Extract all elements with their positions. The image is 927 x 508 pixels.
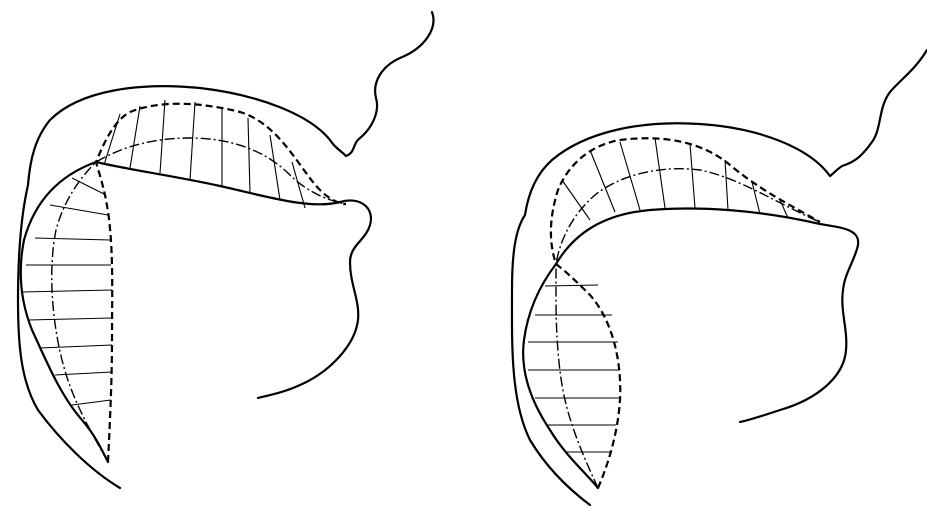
left-panel: [18, 12, 433, 488]
right-face-profile: [512, 50, 927, 505]
left-tongue-dashed: [96, 104, 346, 462]
right-back-contour: [523, 264, 598, 488]
right-tongue-dashed: [551, 138, 820, 488]
left-midline: [52, 138, 346, 462]
left-grid-lines: [22, 100, 305, 405]
right-panel: [512, 50, 927, 505]
right-grid-lines: [528, 138, 788, 452]
